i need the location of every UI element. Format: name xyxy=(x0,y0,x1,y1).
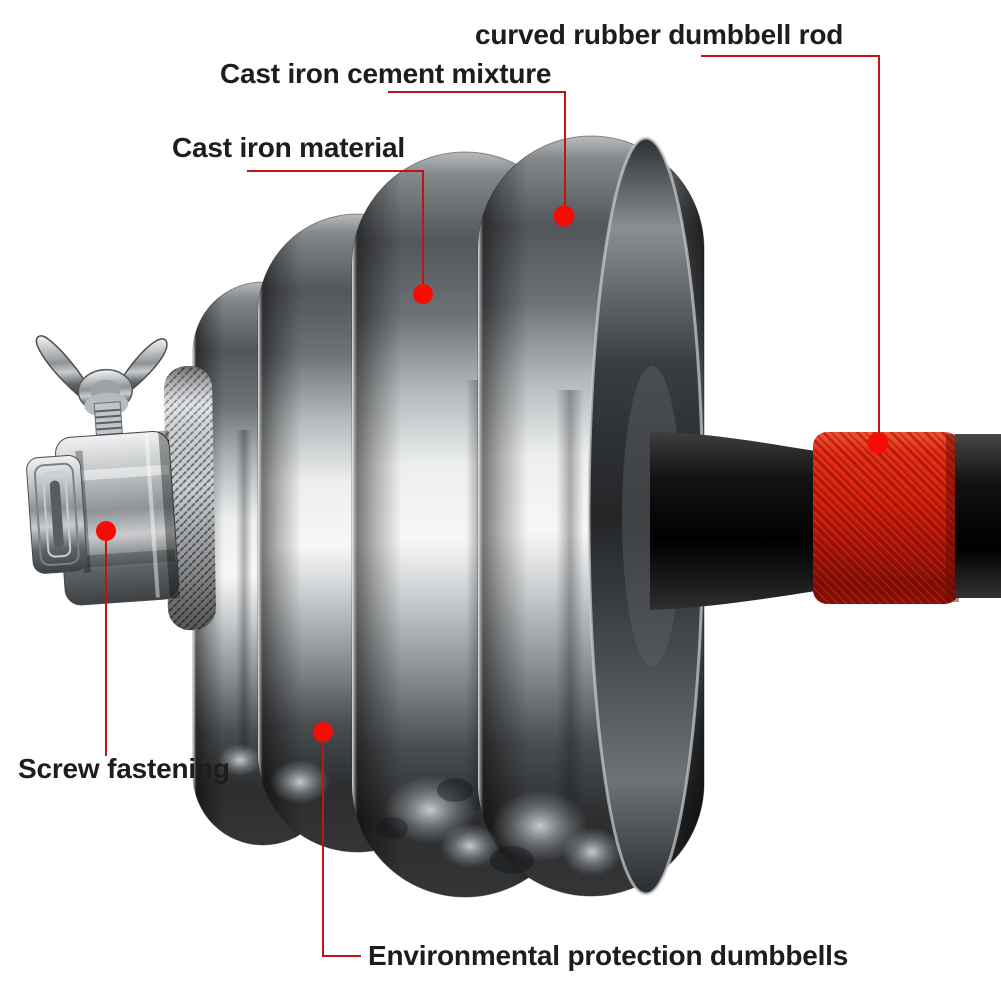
wing-nut xyxy=(35,335,168,417)
rubber-grip xyxy=(813,432,959,604)
screw-assembly xyxy=(26,335,216,631)
handle-cone xyxy=(650,432,816,610)
end-cap xyxy=(26,450,91,574)
plate-bottom-reflections xyxy=(218,744,622,876)
rod-end xyxy=(955,434,1001,598)
